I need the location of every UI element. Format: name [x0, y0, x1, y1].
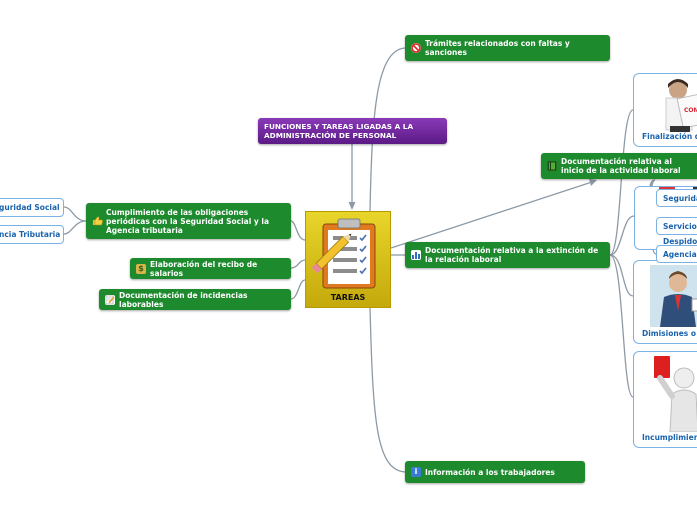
pill-agencia-tributaria-left[interactable]: ncia Tributaria [0, 225, 64, 244]
bar-chart-icon [411, 250, 421, 260]
topic-cumplimiento[interactable]: Cumplimiento de las obligaciones periódi… [86, 203, 291, 239]
clipboard-checklist-pencil-icon [311, 218, 376, 289]
memo-icon [105, 294, 115, 305]
topic-tramites[interactable]: Trámites relacionados con faltas y sanci… [405, 35, 610, 61]
central-node-label: TAREAS [330, 293, 366, 302]
card-label: Dimisiones o a [642, 329, 697, 338]
topic-extincion[interactable]: Documentación relativa a la extinción de… [405, 242, 610, 268]
card-dimisiones[interactable]: Dimisiones o a [633, 260, 697, 344]
businessman-image [650, 265, 697, 327]
topic-recibo[interactable]: $ Elaboración del recibo de salarios [130, 258, 291, 279]
topic-incidencias[interactable]: Documentación de incidencias laborables [99, 289, 291, 310]
money-bag-icon: $ [136, 263, 146, 274]
central-node-tareas[interactable]: TAREAS [305, 211, 391, 308]
book-icon [547, 161, 557, 171]
card-label: Despidos [663, 237, 697, 246]
card-incumplimiento[interactable]: Incumplimien [633, 351, 697, 448]
pill-seguridad-social-right[interactable]: Segurida [656, 189, 697, 207]
topic-informacion[interactable]: i Información a los trabajadores [405, 461, 585, 483]
topic-inicio[interactable]: Documentación relativa al inicio de la a… [541, 153, 697, 179]
card-finalizacion[interactable]: CONT Finalización d [633, 73, 697, 147]
no-entry-icon [411, 43, 421, 53]
svg-text:CONT: CONT [684, 107, 697, 114]
pill-servicio[interactable]: Servicio [656, 217, 697, 235]
topic-funciones-tareas[interactable]: FUNCIONES Y TAREAS LIGADAS A LA ADMINIST… [258, 118, 447, 144]
pill-seguridad-social-left[interactable]: guridad Social [0, 198, 64, 217]
pill-agencia-right[interactable]: Agencia [656, 245, 697, 263]
info-icon: i [411, 467, 421, 477]
red-card-figure-image [654, 356, 697, 432]
thumbs-up-icon [92, 216, 103, 226]
card-label: Finalización d [642, 132, 697, 141]
card-label: Incumplimien [642, 433, 697, 442]
contract-person-image: CONT [665, 79, 697, 132]
